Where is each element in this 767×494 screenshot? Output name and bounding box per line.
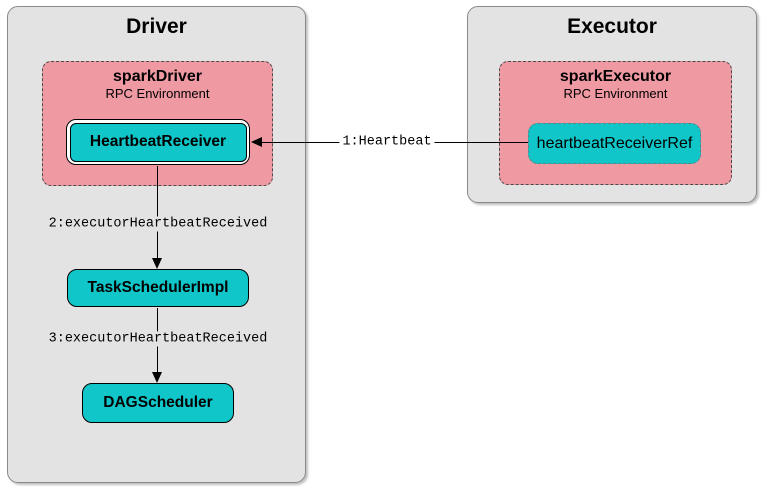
arrowhead-down-icon-2 — [151, 372, 162, 383]
message-label-executor-heartbeat-received-3: 3:executorHeartbeatReceived — [45, 331, 271, 347]
spark-driver-rpc-env: sparkDriver RPC Environment HeartbeatRec… — [42, 61, 273, 186]
heartbeat-receiver-ref-node: heartbeatReceiverRef — [528, 123, 701, 164]
executor-title: Executor — [567, 15, 657, 38]
spark-executor-env-title: sparkExecutor — [559, 68, 672, 85]
dag-scheduler-label: DAGScheduler — [103, 394, 213, 411]
arrowhead-left-icon — [251, 136, 262, 147]
driver-title: Driver — [126, 15, 187, 38]
spark-executor-env-subtitle: RPC Environment — [563, 86, 668, 101]
message-label-executor-heartbeat-received-2: 2:executorHeartbeatReceived — [45, 216, 271, 232]
message-label-heartbeat: 1:Heartbeat — [339, 134, 435, 150]
heartbeat-receiver-label: HeartbeatReceiver — [69, 122, 247, 162]
arrowhead-down-icon-1 — [151, 258, 162, 269]
heartbeat-receiver-node: HeartbeatReceiver — [66, 119, 250, 165]
connector-line-1 — [156, 166, 158, 259]
task-scheduler-impl-label: TaskSchedulerImpl — [87, 279, 229, 296]
spark-executor-rpc-env: sparkExecutor RPC Environment heartbeatR… — [499, 61, 732, 185]
task-scheduler-impl-node: TaskSchedulerImpl — [67, 269, 249, 307]
executor-container: Executor sparkExecutor RPC Environment h… — [467, 6, 757, 203]
heartbeat-receiver-ref-label: heartbeatReceiverRef — [536, 134, 693, 152]
spark-driver-env-title: sparkDriver — [113, 68, 202, 85]
dag-scheduler-node: DAGScheduler — [82, 383, 234, 423]
spark-driver-env-subtitle: RPC Environment — [105, 86, 210, 101]
